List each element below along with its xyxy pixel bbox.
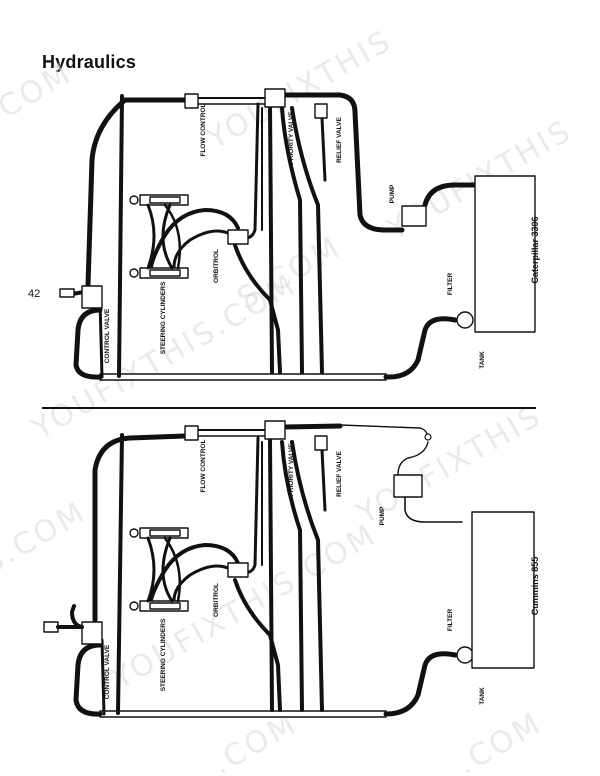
port-fitting <box>59 288 75 298</box>
hose <box>116 433 124 715</box>
pipe <box>339 424 429 441</box>
control-valve <box>81 621 103 645</box>
watermark-text: YOUFIXTHIS <box>201 23 399 157</box>
hose <box>73 307 103 380</box>
hose <box>148 208 240 277</box>
hose <box>320 448 327 512</box>
hose <box>383 316 458 380</box>
steering-cylinders <box>129 194 189 279</box>
hose <box>92 433 188 623</box>
steering-cylinders <box>129 527 189 612</box>
priority-valve <box>264 420 286 440</box>
hose <box>320 116 327 182</box>
control-valve <box>81 285 103 309</box>
hose <box>233 243 282 374</box>
relief-valve <box>314 103 328 119</box>
hose <box>422 182 481 208</box>
flow-control-label: FLOW CONTROL <box>200 439 207 492</box>
hose <box>290 106 324 374</box>
filter-label: FILTER <box>447 273 454 296</box>
pump <box>393 474 423 498</box>
hose <box>282 92 405 233</box>
flow-control-valve <box>184 425 199 441</box>
hose <box>383 651 458 717</box>
orbitrol <box>227 229 249 245</box>
steering-cylinders-label: STEERING CYLINDERS <box>160 281 167 354</box>
hose <box>238 436 260 575</box>
orbitrol-label: ORBITROL <box>213 249 220 283</box>
orbitrol-label: ORBITROL <box>213 583 220 617</box>
hose <box>280 106 304 374</box>
flow-control-label: FLOW CONTROL <box>200 103 207 156</box>
hose <box>98 298 104 379</box>
port-fitting <box>43 621 59 633</box>
return-manifold <box>99 373 387 381</box>
hose <box>233 578 282 712</box>
control-valve-label: CONTROL VALVE <box>104 644 111 699</box>
relief-valve-label: RELIEF VALVE <box>336 451 343 497</box>
pump-label: PUMP <box>389 184 396 203</box>
hose <box>268 103 274 374</box>
orbitrol <box>227 562 249 578</box>
watermark-text: S.COM <box>0 495 93 582</box>
pipe <box>397 441 429 476</box>
pipe-fitting <box>424 433 432 441</box>
hose <box>73 642 103 717</box>
watermark-text: .COM <box>0 56 79 132</box>
hose <box>70 604 84 629</box>
pump-label: PUMP <box>379 506 386 525</box>
relief-valve <box>314 435 328 451</box>
hose <box>280 440 304 712</box>
hose <box>290 440 324 712</box>
diagram-bottom <box>43 420 535 718</box>
hose <box>268 438 274 712</box>
pump <box>401 205 427 227</box>
hose <box>172 564 234 609</box>
tank-label: TANK <box>479 687 486 705</box>
diagram-top <box>59 88 536 381</box>
hose <box>282 423 343 430</box>
priority-valve <box>264 88 286 108</box>
hose <box>100 638 106 716</box>
hose <box>85 97 188 288</box>
page-title: Hydraulics <box>42 52 137 72</box>
tank-label: TANK <box>479 351 486 369</box>
pipe <box>404 495 463 523</box>
hose <box>117 94 124 378</box>
filter-label: FILTER <box>447 609 454 632</box>
flow-control-valve <box>184 93 199 109</box>
priority-valve-label: PRIORITY VALVE <box>288 111 295 165</box>
watermark-text: .COM <box>452 706 549 776</box>
tank <box>474 175 536 333</box>
priority-valve-label: PRIORITY VALVE <box>288 443 295 497</box>
tank <box>471 511 535 669</box>
relief-valve-label: RELIEF VALVE <box>336 117 343 163</box>
steering-cylinders-label: STEERING CYLINDERS <box>160 618 167 691</box>
engine-label: Cummins 855 <box>530 557 540 616</box>
hose <box>172 229 234 277</box>
return-manifold <box>99 710 387 718</box>
engine-label: Caterpillar 3306 <box>530 216 540 283</box>
filter <box>456 311 474 329</box>
filter <box>456 646 474 664</box>
hose <box>148 543 240 609</box>
control-valve-label: CONTROL VALVE <box>104 308 111 363</box>
port-number: 42 <box>28 288 40 300</box>
